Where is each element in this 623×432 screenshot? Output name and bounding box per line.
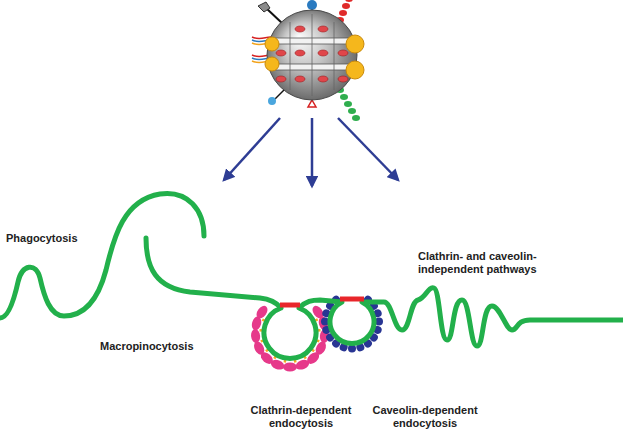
pathway-label: Caveolin-dependent endocytosis: [364, 404, 486, 430]
cargo: [295, 76, 305, 82]
membrane-surface: [146, 238, 623, 358]
bead: [344, 101, 352, 107]
channel-line: [290, 22, 291, 90]
arrows: [224, 118, 398, 186]
cargo: [318, 76, 328, 82]
pit-neck: [280, 303, 300, 308]
pathway-arrow: [224, 118, 280, 180]
clathrin: [283, 363, 297, 372]
bead: [339, 10, 347, 16]
pathway-label: Macropinocytosis: [100, 340, 220, 353]
pathway-arrow: [338, 118, 398, 180]
bead: [345, 0, 353, 2]
cargo: [276, 50, 286, 56]
gatekeeper: [265, 37, 279, 51]
pathway-label: Clathrin-dependent endocytosis: [240, 404, 362, 430]
bead: [340, 94, 348, 100]
channel-line: [334, 22, 335, 90]
bead: [352, 115, 360, 121]
ligand-cross: [258, 2, 270, 12]
gatekeeper: [346, 61, 364, 79]
cargo: [295, 50, 305, 56]
cargo: [338, 50, 348, 56]
cargo: [295, 26, 305, 32]
channel-line: [312, 14, 313, 96]
nanoparticle-sphere: [267, 10, 357, 100]
pathway-label: Clathrin- and caveolin-independent pathw…: [418, 250, 558, 276]
cargo: [318, 50, 328, 56]
ligand-ball: [268, 97, 276, 105]
gatekeeper-spheres: [265, 35, 364, 79]
cargo: [338, 76, 348, 82]
cargo: [276, 76, 286, 82]
bead: [342, 3, 350, 9]
clathrin: [250, 329, 260, 344]
gatekeeper: [265, 57, 279, 71]
pore-channels: [272, 14, 352, 96]
bead: [348, 108, 356, 114]
gatekeeper: [346, 35, 364, 53]
cargo: [318, 26, 328, 32]
ligand-stick: [266, 8, 283, 24]
pathway-arrow: [311, 118, 314, 186]
green-bead-chain: [336, 87, 360, 121]
pit-neck: [340, 297, 364, 302]
ligand-triangle: [308, 100, 316, 107]
ligand-ball: [307, 0, 317, 10]
cargo-molecules: [276, 26, 348, 82]
pathway-label: Phagocytosis: [6, 232, 116, 245]
membrane-pseudopod: [0, 193, 204, 318]
cell-membrane: [0, 193, 623, 358]
